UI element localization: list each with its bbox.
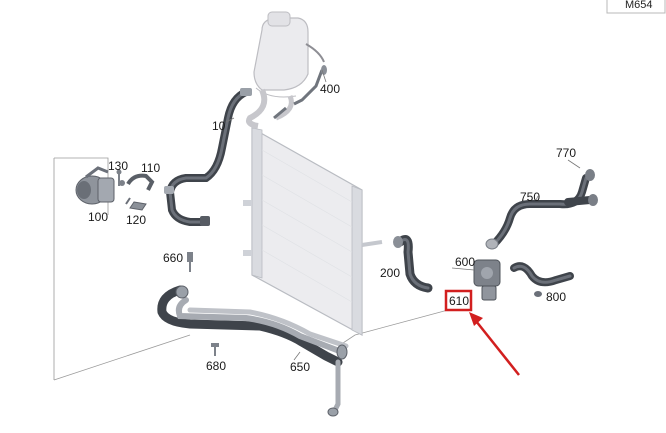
hose-800 — [510, 262, 574, 297]
label-800[interactable]: 800 — [546, 290, 566, 304]
label-110[interactable]: 110 — [141, 161, 160, 175]
label-600[interactable]: 600 — [455, 255, 475, 269]
label-660[interactable]: 660 — [163, 251, 183, 265]
callout-610-highlight[interactable]: 610 — [444, 289, 473, 312]
label-200[interactable]: 200 — [380, 266, 400, 280]
water-pump — [75, 166, 115, 205]
model-tag-text: M654 — [625, 0, 653, 11]
label-750[interactable]: 750 — [520, 190, 540, 204]
label-10[interactable]: 10 — [212, 119, 226, 133]
lower-hose — [393, 235, 433, 293]
model-tag: M654 — [606, 0, 666, 14]
expansion-tank — [246, 11, 327, 129]
highlight-arrow — [469, 312, 520, 376]
label-400[interactable]: 400 — [320, 82, 340, 96]
label-770[interactable]: 770 — [556, 146, 576, 160]
bolt-680 — [211, 343, 219, 356]
thermostat-housing — [473, 259, 501, 301]
upper-hose — [164, 88, 252, 226]
cooling-pipes — [157, 285, 349, 417]
label-120[interactable]: 120 — [126, 213, 146, 227]
label-100[interactable]: 100 — [88, 210, 108, 224]
assembly-outline — [53, 157, 449, 381]
sensor-660 — [187, 252, 193, 272]
hose-750 — [485, 169, 598, 250]
label-650[interactable]: 650 — [290, 360, 310, 374]
small-parts — [116, 169, 155, 211]
label-130[interactable]: 130 — [108, 159, 128, 173]
leader-lines — [225, 69, 581, 361]
label-680[interactable]: 680 — [206, 359, 226, 373]
radiator — [243, 126, 383, 337]
label-610[interactable]: 610 — [449, 294, 469, 308]
